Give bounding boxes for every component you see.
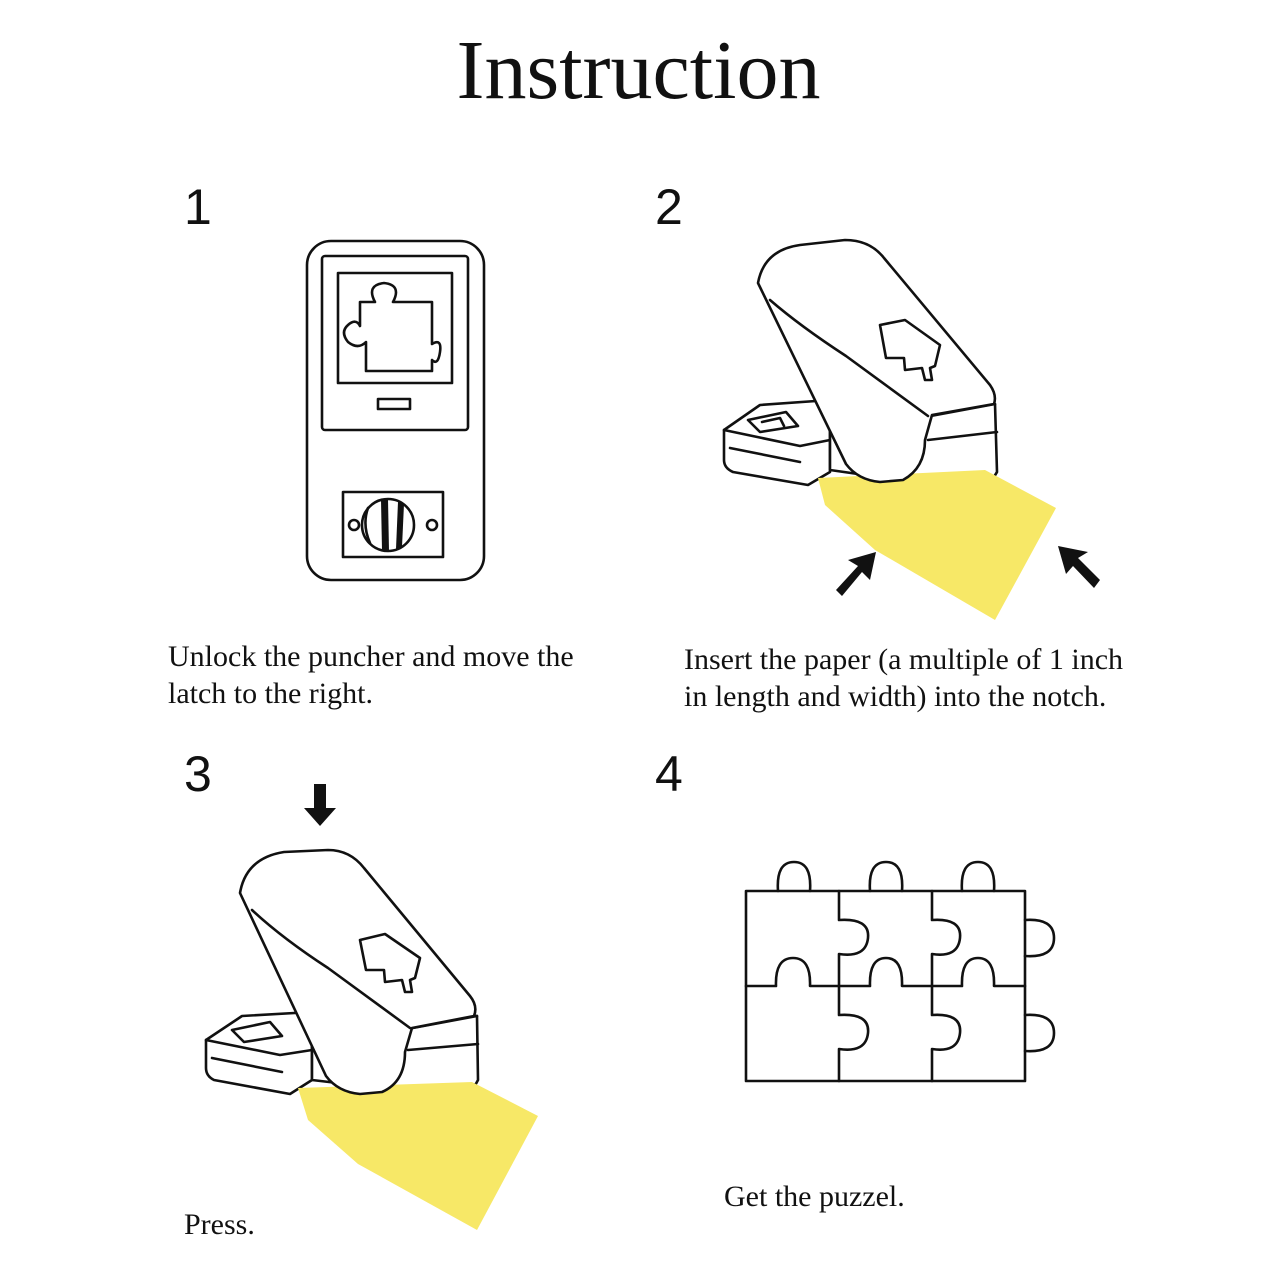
step-3-caption: Press. [184,1208,255,1241]
step-4-number: 4 [655,746,683,802]
puncher-insert-paper [722,238,1100,620]
step-2-caption: Insert the paper (a multiple of 1 inch i… [684,643,1124,713]
down-arrow-icon [304,784,336,826]
up-right-arrow-icon [836,552,876,596]
step-1-caption: Unlock the puncher and move the latch to… [168,640,574,710]
step-1-number: 1 [184,179,212,235]
step-2-number: 2 [655,179,683,235]
yellow-paper [818,470,1056,620]
page-title: Instruction [456,24,821,117]
puncher-top-view [305,239,486,582]
step-3-number: 3 [184,746,212,802]
up-left-arrow-icon [1058,546,1100,588]
puzzle-piece-icon [342,281,442,373]
puzzle-piece-icon [878,318,942,382]
puncher-press [204,784,538,1230]
step-4-caption: Get the puzzel. [724,1180,905,1213]
puzzle-grid [744,860,1056,1083]
puzzle-piece-icon [358,932,422,994]
yellow-paper [298,1082,538,1230]
